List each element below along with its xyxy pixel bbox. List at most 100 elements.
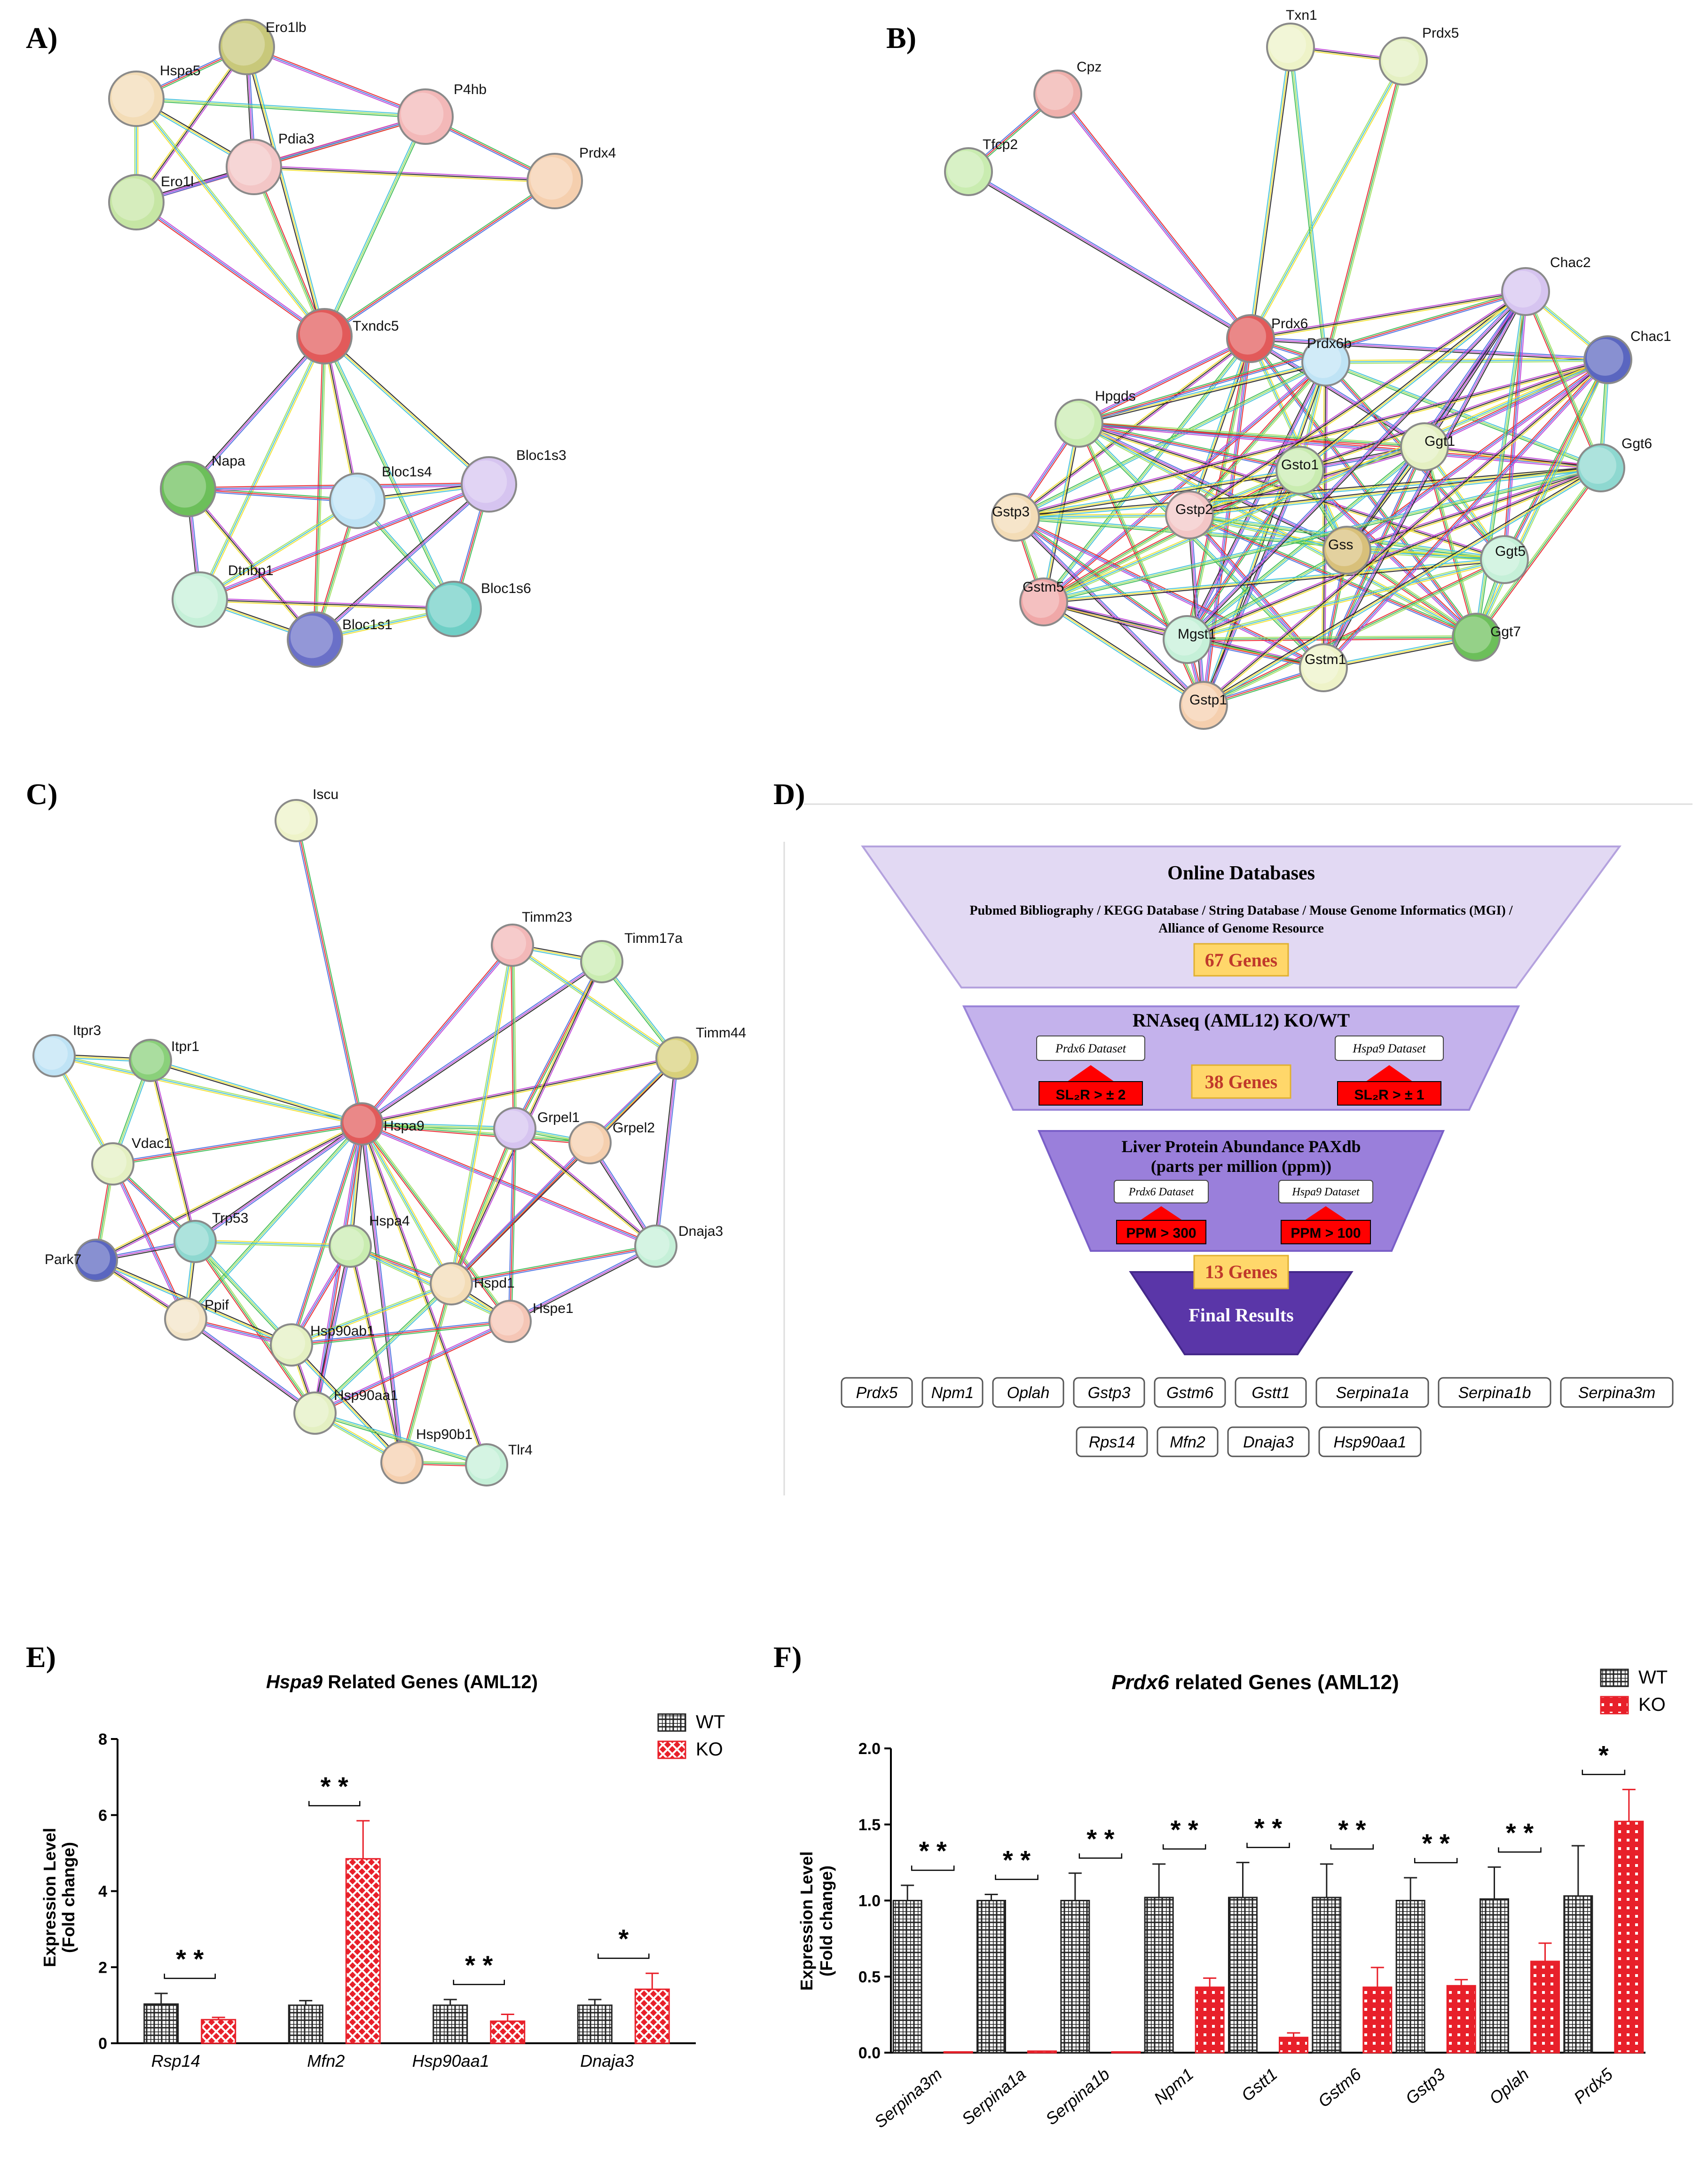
network-edge [151, 1059, 197, 1241]
node-ppif[interactable]: Ppif [164, 1297, 229, 1341]
node-itpr1[interactable]: Itpr1 [129, 1039, 199, 1082]
network-edge [314, 1320, 510, 1413]
network-edge [1323, 291, 1526, 668]
network-edge [449, 1128, 514, 1284]
network-edge [451, 1247, 656, 1286]
node-hspa5[interactable]: Hspa5 [108, 63, 201, 127]
node-grpel1[interactable]: Grpel1 [493, 1107, 580, 1150]
network-edge [1078, 423, 1324, 668]
node-gstp1[interactable]: Gstp1 [1179, 681, 1228, 730]
network-edge [362, 945, 513, 1124]
network-edge [1422, 447, 1475, 638]
node-hsp90ab1[interactable]: Hsp90ab1 [270, 1323, 375, 1367]
node-ero1l[interactable]: Ero1l [108, 174, 194, 230]
node-tlr4[interactable]: Tlr4 [465, 1442, 533, 1486]
gene-chip-label: Serpina1a [1336, 1384, 1409, 1402]
node-label: Mgst1 [1178, 626, 1216, 642]
network-edge [324, 336, 489, 485]
protein-structure-icon [433, 1265, 465, 1298]
node-prdx4[interactable]: Prdx4 [527, 145, 616, 209]
node-gstm1[interactable]: Gstm1 [1299, 643, 1348, 692]
network-edge [362, 961, 602, 1124]
node-cpz[interactable]: Cpz [1033, 59, 1102, 119]
node-ggt5[interactable]: Ggt5 [1480, 535, 1529, 584]
node-hspe1[interactable]: Hspe1 [488, 1300, 574, 1343]
node-trp53[interactable]: Trp53 [173, 1210, 248, 1263]
node-prdx6b[interactable]: Prdx6b [1301, 336, 1352, 387]
node-timm44[interactable]: Timm44 [655, 1025, 746, 1080]
node-label: Grpel2 [613, 1120, 655, 1136]
network-edge [111, 1164, 185, 1320]
bar-ko-prdx5 [1614, 1820, 1644, 2054]
network-edge [450, 1128, 516, 1284]
node-bloc1s4[interactable]: Bloc1s4 [329, 464, 432, 529]
node-mgst1[interactable]: Mgst1 [1163, 615, 1216, 664]
node-timm23[interactable]: Timm23 [491, 909, 572, 967]
network-edge [1187, 515, 1203, 706]
node-ggt6[interactable]: Ggt6 [1576, 436, 1652, 492]
funnel-level-1-title: Online Databases [1167, 862, 1315, 884]
network-edge [1186, 548, 1346, 639]
network-edge [1187, 636, 1477, 640]
network-edge [315, 1322, 511, 1415]
node-dnaja3[interactable]: Dnaja3 [634, 1224, 723, 1268]
node-hpgds[interactable]: Hpgds [1055, 388, 1136, 448]
node-bloc1s6[interactable]: Bloc1s6 [425, 581, 531, 637]
network-edge [314, 482, 488, 639]
node-bloc1s1[interactable]: Bloc1s1 [287, 611, 393, 668]
legend-label-ko: KO [696, 1739, 723, 1760]
node-pdia3[interactable]: Pdia3 [226, 131, 315, 195]
node-label: Hspe1 [533, 1301, 574, 1316]
node-gsto1[interactable]: Gsto1 [1275, 446, 1324, 495]
network-edge [1188, 361, 1325, 514]
network-edge [325, 335, 456, 609]
node-hspa4[interactable]: Hspa4 [329, 1213, 410, 1268]
node-iscu[interactable]: Iscu [275, 787, 338, 842]
node-tfcp2[interactable]: Tfcp2 [944, 137, 1018, 196]
filter-arrow-right-l3 [1305, 1206, 1347, 1220]
node-gss[interactable]: Gss [1322, 526, 1371, 575]
node-p4hb[interactable]: P4hb [397, 82, 487, 145]
significance-stars: * * [465, 1950, 493, 1980]
node-hsp90aa1[interactable]: Hsp90aa1 [293, 1388, 398, 1435]
node-hsp90b1[interactable]: Hsp90b1 [380, 1427, 472, 1484]
node-label: Bloc1s1 [342, 617, 393, 632]
node-prdx6[interactable]: Prdx6 [1226, 314, 1308, 363]
node-ggt7[interactable]: Ggt7 [1452, 613, 1521, 662]
node-park7[interactable]: Park7 [45, 1239, 118, 1282]
x-tick-label: Gstt1 [1237, 2064, 1281, 2105]
node-gstp2[interactable]: Gstp2 [1165, 490, 1214, 539]
node-chac2[interactable]: Chac2 [1501, 255, 1591, 316]
filter-arrow-right-l2 [1366, 1065, 1413, 1082]
node-gstm5[interactable]: Gstm5 [1019, 577, 1068, 626]
node-gstp3[interactable]: Gstp3 [991, 493, 1040, 542]
node-txn1[interactable]: Txn1 [1266, 8, 1317, 71]
network-edge [199, 483, 489, 601]
node-txndc5[interactable]: Txndc5 [296, 308, 399, 364]
network-edge [1299, 290, 1525, 470]
node-prdx5[interactable]: Prdx5 [1379, 25, 1459, 86]
node-hspa9[interactable]: Hspa9 [340, 1102, 425, 1146]
gene-chip-box [1438, 1377, 1551, 1408]
node-itpr3[interactable]: Itpr3 [32, 1023, 101, 1077]
node-napa[interactable]: Napa [160, 453, 245, 517]
node-ero1lb[interactable]: Ero1lb [219, 19, 307, 75]
node-chac1[interactable]: Chac1 [1583, 329, 1671, 384]
network-edge [509, 1128, 516, 1322]
network-edge [449, 1141, 590, 1283]
node-grpel2[interactable]: Grpel2 [568, 1120, 655, 1164]
protein-structure-icon [994, 497, 1031, 533]
node-dtnbp1[interactable]: Dtnbp1 [172, 563, 274, 628]
node-bloc1s3[interactable]: Bloc1s3 [461, 448, 567, 513]
node-label: Prdx5 [1422, 25, 1459, 41]
chart-e-title: Hspa9 Related Genes (AML12) [266, 1672, 538, 1692]
network-edge [1015, 517, 1204, 706]
node-label: Hspa9 [384, 1118, 425, 1134]
node-timm17a[interactable]: Timm17a [580, 931, 683, 983]
count-box-67 [1193, 943, 1289, 977]
node-vdac1[interactable]: Vdac1 [91, 1136, 172, 1186]
network-edge [291, 1281, 451, 1344]
significance-bracket [598, 1953, 650, 1959]
node-ggt1[interactable]: Ggt1 [1400, 422, 1455, 471]
node-hspd1[interactable]: Hspd1 [430, 1262, 515, 1305]
